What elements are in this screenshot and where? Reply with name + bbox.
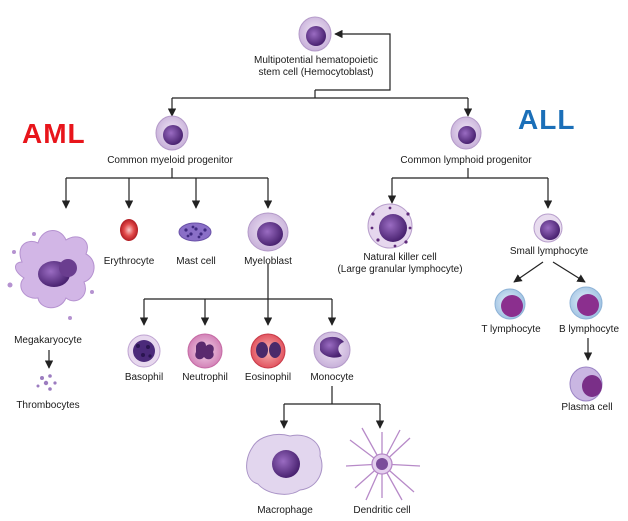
mast-label: Mast cell (176, 256, 216, 267)
aml-label: AML (22, 118, 86, 149)
arrow-return-stem (315, 29, 391, 91)
connectors (44, 29, 593, 429)
line-myeloid-branch (66, 168, 268, 179)
macrophage-label: Macrophage (257, 505, 313, 516)
b-lymphocyte-label: B lymphocyte (558, 324, 620, 335)
arrow-to-b-lymph (552, 261, 586, 283)
line-lymphoid-branch (392, 168, 548, 179)
nk-cell-icon (367, 203, 413, 249)
erythrocyte-label: Erythrocyte (103, 256, 155, 267)
thrombocytes-label: Thrombocytes (16, 400, 80, 411)
thrombocytes-icon (36, 374, 57, 391)
b-lymphocyte-icon (569, 286, 603, 320)
stem-cell-label-line2: stem cell (Hemocytoblast) (258, 67, 374, 78)
erythrocyte-icon (120, 219, 138, 241)
lymphoid-progenitor-icon (450, 116, 482, 150)
plasma-label: Plasma cell (561, 402, 613, 413)
line-myeloblast-branch (144, 264, 332, 300)
line-monocyte-branch (284, 386, 380, 405)
dendritic-cell-icon (345, 427, 421, 501)
lymphoid-label: Common lymphoid progenitor (400, 155, 532, 166)
small-lymphocyte-icon (533, 213, 563, 243)
eosinophil-icon (250, 333, 286, 369)
stem-cell-label-line1: Multipotential hematopoietic (254, 55, 378, 66)
megakaryocyte-label: Megakaryocyte (14, 335, 82, 346)
eosinophil-label: Eosinophil (244, 372, 292, 383)
myeloid-progenitor-icon (155, 115, 189, 151)
stem-cell-icon (298, 16, 332, 52)
mast-cell-icon (178, 222, 212, 242)
macrophage-icon (246, 434, 323, 495)
t-lymphocyte-label: T lymphocyte (481, 324, 541, 335)
all-label: ALL (518, 104, 576, 135)
arrow-to-t-lymph (513, 261, 544, 283)
nk-label-line2: (Large granular lymphocyte) (337, 264, 463, 275)
line-top-branch (172, 90, 468, 99)
plasma-cell-icon (569, 366, 603, 402)
myeloblast-label: Myeloblast (244, 256, 292, 267)
dendritic-label: Dendritic cell (353, 505, 411, 516)
megakaryocyte-icon (7, 230, 95, 320)
monocyte-icon (313, 331, 351, 369)
neutrophil-label: Neutrophil (182, 372, 228, 383)
myeloid-label: Common myeloid progenitor (107, 155, 233, 166)
nk-label-line1: Natural killer cell (363, 252, 437, 263)
basophil-label: Basophil (124, 372, 164, 383)
monocyte-label: Monocyte (310, 372, 354, 383)
neutrophil-icon (187, 333, 223, 369)
small-lymphocyte-label: Small lymphocyte (509, 246, 589, 257)
t-lymphocyte-icon (494, 288, 526, 320)
basophil-icon (127, 334, 161, 368)
myeloblast-icon (247, 212, 289, 252)
